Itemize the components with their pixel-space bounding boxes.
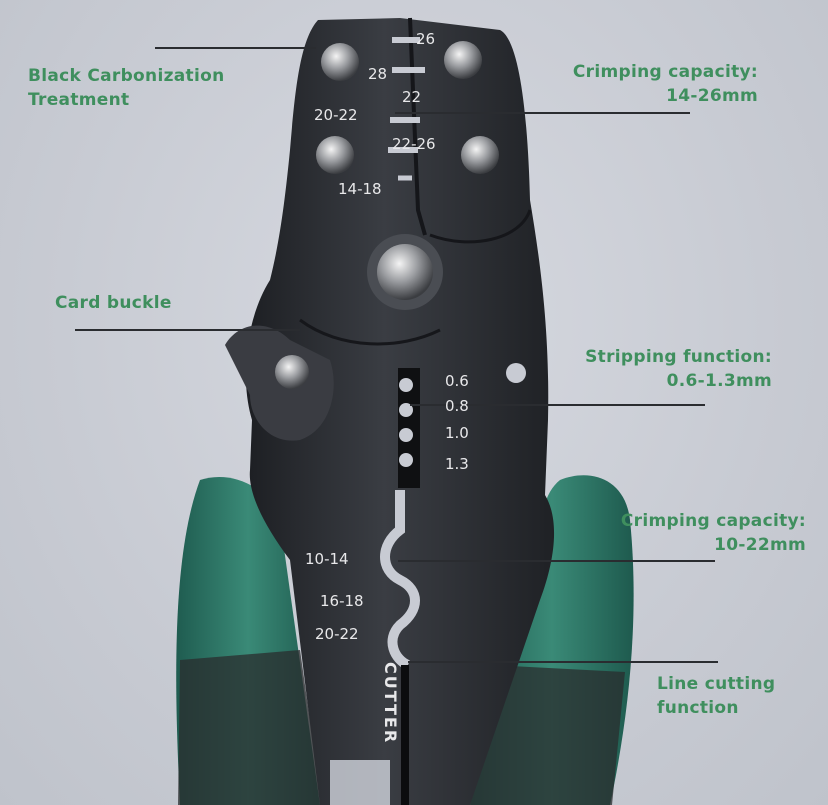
label-crimping-bottom-line1: Crimping capacity: [620,511,806,531]
strip-mark-0.6: 0.6 [445,372,469,390]
label-stripping-line1: Stripping function: [585,347,772,367]
label-line-cutting-line2: function [657,698,739,718]
label-crimping-capacity-bottom: Crimping capacity: 10-22mm [600,509,806,557]
label-black-carbonization: Black Carbonization Treatment [28,64,224,112]
label-crimping-top-line1: Crimping capacity: [572,62,758,82]
jaw-mark-22-26: 22-26 [392,135,436,153]
label-crimping-capacity-top: Crimping capacity: 14-26mm [548,60,758,108]
label-line-cutting-line1: Line cutting [657,674,776,694]
label-stripping-function: Stripping function: 0.6-1.3mm [560,345,772,393]
jaw-mark-22: 22 [402,88,422,106]
jaw-mark-26: 26 [416,30,436,48]
strip-mark-1.3: 1.3 [445,455,469,473]
label-crimping-bottom-line2: 10-22mm [714,535,806,555]
strip-mark-1.0: 1.0 [445,424,469,442]
jaw-mark-20-22: 20-22 [314,106,358,124]
cutter-mark: CUTTER [381,662,400,745]
label-line-cutting-function: Line cutting function [657,672,775,720]
crimp-mark-20-22: 20-22 [315,625,359,643]
label-card-buckle: Card buckle [55,291,172,315]
right-handle-grip [470,665,625,805]
crimp-mark-16-18: 16-18 [320,592,364,610]
crimp-mark-10-14: 10-14 [305,550,349,568]
label-card-buckle-line1: Card buckle [55,293,172,313]
jaw-mark-14-18: 14-18 [338,180,382,198]
jaw-mark-28: 28 [368,65,388,83]
strip-mark-0.8: 0.8 [445,397,469,415]
label-stripping-line2: 0.6-1.3mm [666,371,772,391]
label-black-carbonization-line2: Treatment [28,90,130,110]
label-black-carbonization-line1: Black Carbonization [28,66,225,86]
left-handle-grip [178,650,322,805]
label-crimping-top-line2: 14-26mm [666,86,758,106]
